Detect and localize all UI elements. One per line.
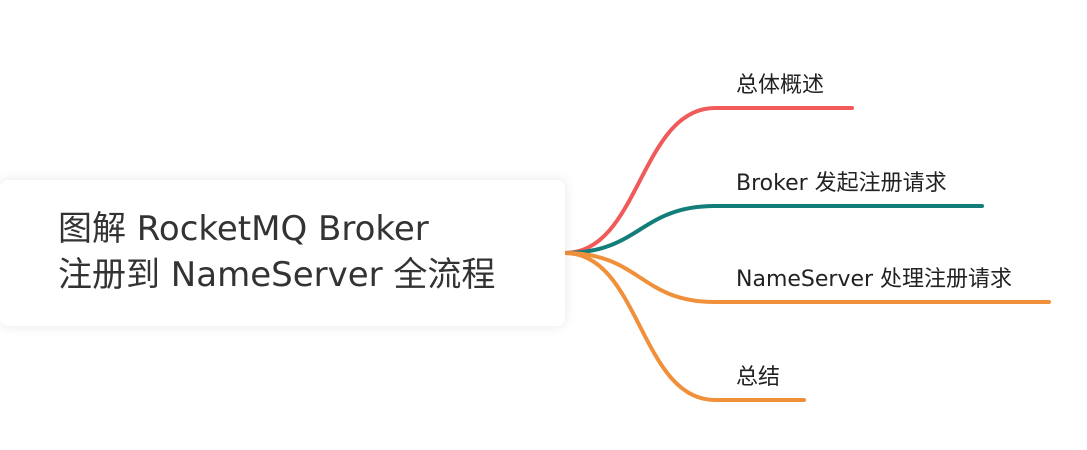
branch-topic-overview[interactable]: 总体概述 xyxy=(736,73,825,98)
connector-branch-2 xyxy=(563,251,1051,304)
root-topic-title: 图解 RocketMQ Broker 注册到 NameServer 全流程 xyxy=(58,209,496,295)
connector-branch-0 xyxy=(563,106,854,255)
branch-topic-broker-register-request[interactable]: Broker 发起注册请求 xyxy=(736,171,947,196)
branch-topic-nameserver-handle-request[interactable]: NameServer 处理注册请求 xyxy=(736,267,1013,292)
connector-branch-3 xyxy=(563,251,806,402)
connector-branch-1 xyxy=(563,204,984,255)
root-topic-node[interactable]: 图解 RocketMQ Broker 注册到 NameServer 全流程 xyxy=(0,180,565,326)
branch-topic-summary[interactable]: 总结 xyxy=(736,365,781,390)
